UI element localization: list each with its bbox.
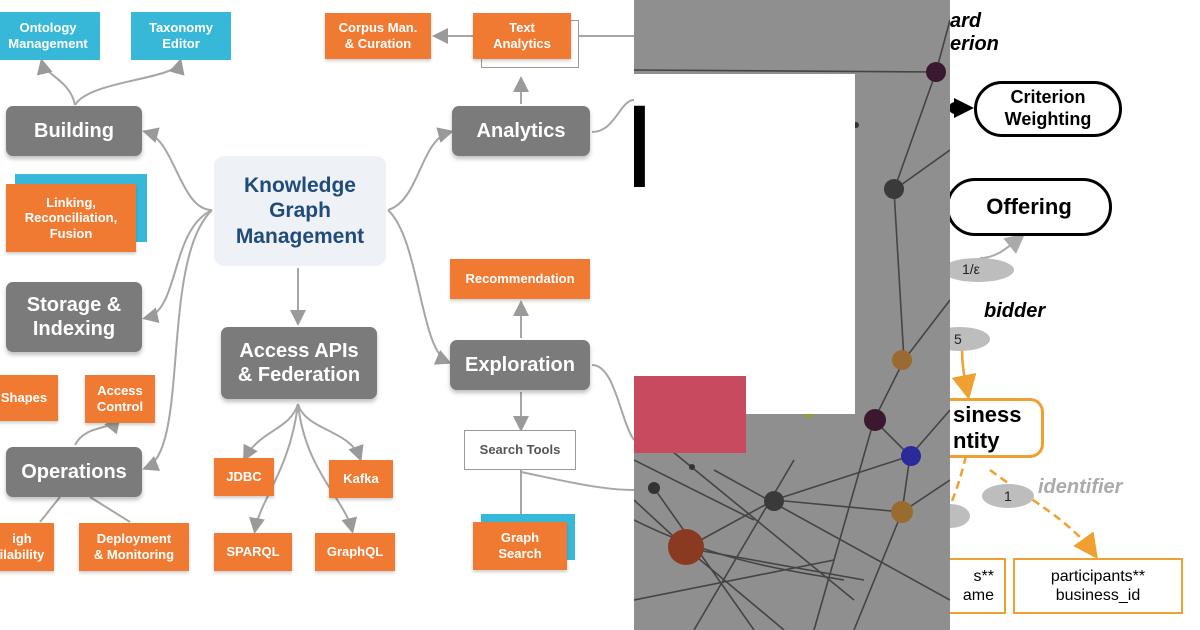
operations-node: Operations bbox=[6, 447, 142, 497]
crimson-block bbox=[634, 376, 746, 453]
linking-reconciliation-fusion-node: Linking, Reconciliation, Fusion bbox=[6, 184, 136, 252]
access-control-node: Access Control bbox=[85, 375, 155, 423]
text-analytics-node: Text Analytics bbox=[473, 13, 571, 59]
shapes-node: Shapes bbox=[0, 375, 58, 421]
left-participants-box: s** ame bbox=[950, 558, 1006, 614]
er-connectors bbox=[950, 98, 1098, 560]
sparql-node: SPARQL bbox=[214, 533, 292, 571]
business-entity-node: siness ntity bbox=[950, 398, 1044, 458]
network-nodes bbox=[648, 62, 946, 565]
graph-search-node: Graph Search bbox=[473, 522, 567, 570]
edge-label-5: 5 bbox=[954, 331, 962, 347]
taxonomy-editor-node: Taxonomy Editor bbox=[131, 12, 231, 60]
large-letter: I bbox=[634, 81, 653, 213]
edge-label-one-over-epsilon: 1/ε bbox=[962, 261, 980, 277]
kafka-node: Kafka bbox=[329, 460, 393, 498]
search-tools-node: Search Tools bbox=[464, 430, 576, 470]
deployment-monitoring-node: Deployment & Monitoring bbox=[79, 523, 189, 571]
kg-management-diagram: Ontology Management Taxonomy Editor Buil… bbox=[0, 12, 634, 571]
diagram-connectors bbox=[36, 28, 634, 534]
network-background bbox=[634, 19, 950, 630]
knowledge-graph-management-center: Knowledge Graph Management bbox=[214, 156, 386, 266]
corpus-curation-node: Corpus Man. & Curation bbox=[325, 13, 431, 59]
ontology-management-node: Ontology Management bbox=[0, 12, 100, 60]
jdbc-node: JDBC bbox=[214, 458, 274, 496]
er-diagram: ard erion Criterion Weighting Offering 1… bbox=[950, 0, 1200, 630]
analytics-node: Analytics bbox=[452, 106, 590, 156]
recommendation-node: Recommendation bbox=[450, 259, 590, 299]
participants-business-id-box: participants** business_id bbox=[1013, 558, 1183, 614]
white-title-card bbox=[634, 74, 855, 414]
criterion-label: ard erion bbox=[950, 10, 999, 55]
exploration-node: Exploration bbox=[450, 340, 590, 390]
network-graph-image: I bbox=[634, 0, 950, 630]
building-node: Building bbox=[6, 106, 142, 156]
edge-label-1: 1 bbox=[1004, 488, 1012, 504]
high-availability-node: igh ilability bbox=[0, 523, 54, 571]
storage-indexing-node: Storage & Indexing bbox=[6, 282, 142, 352]
identifier-label: identifier bbox=[1038, 476, 1123, 498]
bidder-label: bidder bbox=[984, 300, 1046, 322]
criterion-weighting-node: Criterion Weighting bbox=[974, 81, 1122, 137]
graphql-node: GraphQL bbox=[315, 533, 395, 571]
access-apis-federation-node: Access APIs & Federation bbox=[221, 327, 377, 399]
offering-node: Offering bbox=[950, 178, 1112, 236]
